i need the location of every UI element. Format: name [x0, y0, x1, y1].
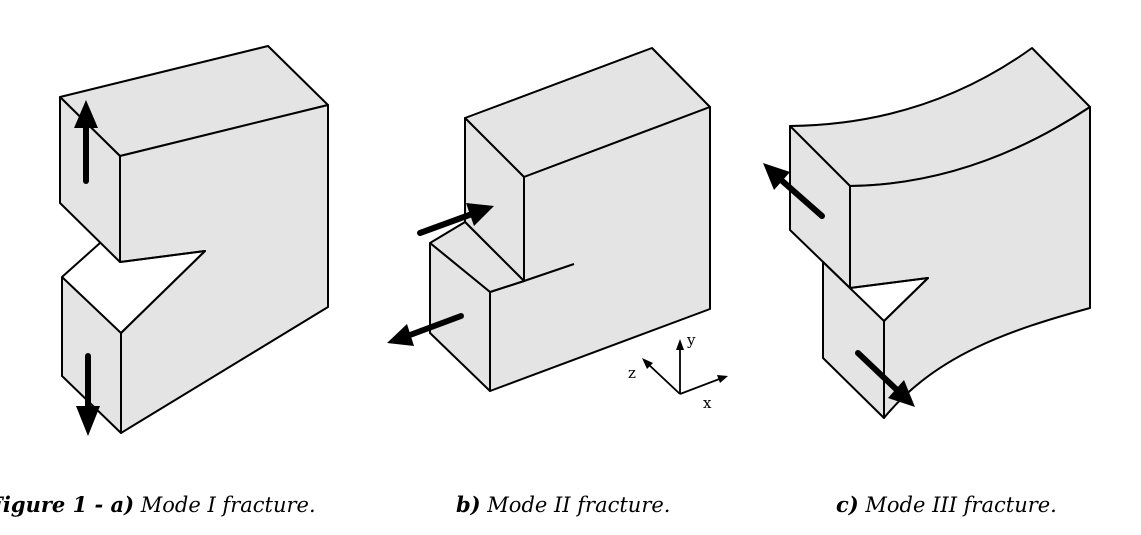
caption-mode-3: c) Mode III fracture.: [836, 492, 1057, 517]
caption-mode-3-text: Mode III fracture.: [858, 493, 1057, 517]
caption-mode-2-text: Mode II fracture.: [480, 493, 671, 517]
coordinate-axes: y x z: [628, 331, 728, 412]
mode-2-crack-line: [523, 263, 575, 282]
z-axis-label: z: [628, 364, 636, 382]
mode-1-block: [59, 45, 329, 436]
mode-2-left-arrow-head: [387, 324, 414, 346]
x-axis-label: x: [703, 394, 712, 412]
mode-1-down-arrow-head: [76, 406, 100, 436]
y-axis-arrowhead: [676, 339, 684, 350]
mode-2-right-arrow-head: [466, 203, 494, 226]
caption-mode-2: b) Mode II fracture.: [456, 492, 670, 517]
mode-3-upper-arrow-head: [763, 163, 790, 190]
mode-3-upper-arrow-shaft: [777, 176, 825, 219]
caption-mode-1-text: Mode I fracture.: [134, 493, 316, 517]
caption-mode-1: Figure 1 - a) Mode I fracture.: [0, 492, 316, 517]
y-axis-label: y: [686, 331, 696, 349]
mode-2-left-arrow-shaft: [407, 313, 464, 338]
mode-2-block: y x z: [387, 47, 728, 412]
mode-1-side-face: [119, 104, 329, 434]
mode-3-lower-front-face: [822, 261, 885, 419]
caption-mode-3-prefix: c): [836, 492, 859, 517]
mode-3-lower-arrow-shaft: [855, 350, 900, 393]
mode-1-up-arrow-head: [74, 100, 98, 128]
x-axis-arrowhead: [717, 375, 728, 383]
mode-3-lower-arrow-head: [888, 380, 915, 407]
z-axis-line: [646, 362, 681, 395]
mode-1-lower-front-face: [61, 276, 122, 434]
x-axis-line: [679, 377, 723, 395]
mode-2-right-arrow-shaft: [417, 211, 475, 236]
mode-1-crack-tip-edge: [119, 250, 206, 334]
mode-1-crack-lower-edge: [61, 242, 101, 278]
z-axis-arrowhead: [642, 358, 653, 369]
mode-3-block: [763, 47, 1091, 419]
caption-mode-2-prefix: b): [456, 492, 481, 517]
mode-3-crack-edge: [849, 277, 929, 322]
caption-mode-1-prefix: Figure 1 - a): [0, 492, 135, 517]
